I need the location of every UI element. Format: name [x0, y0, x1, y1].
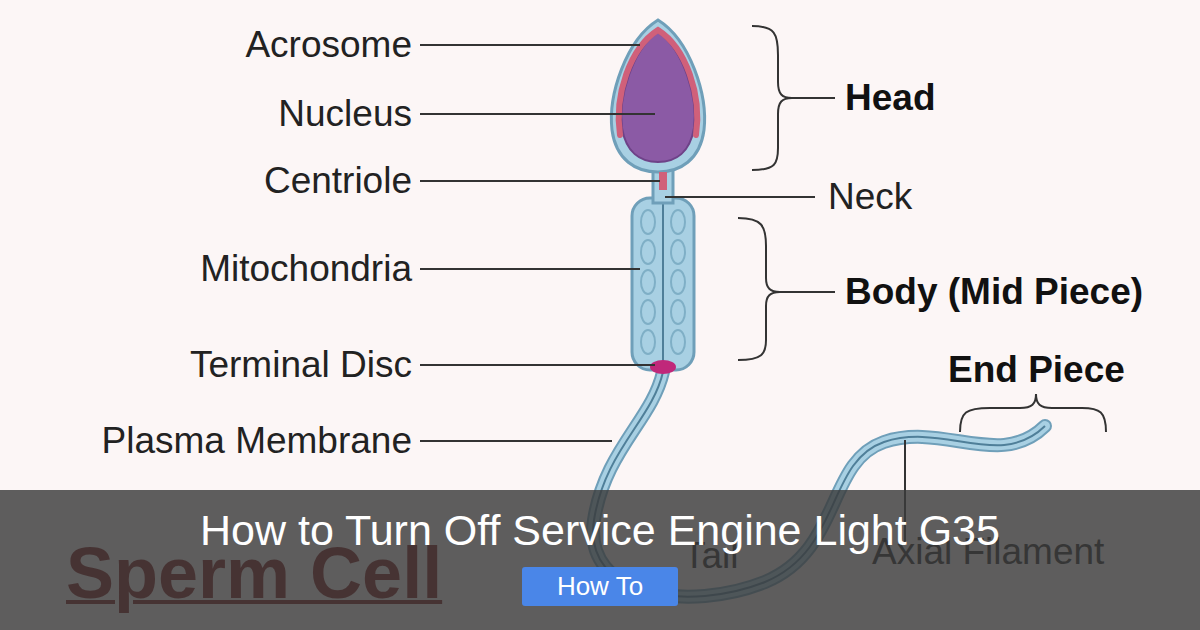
part-label: Nucleus [278, 92, 412, 136]
region-label: End Piece [948, 348, 1125, 392]
part-label: Plasma Membrane [101, 419, 412, 463]
nucleus-shape [621, 32, 694, 162]
caption-band: How to Turn Off Service Engine Light G35… [0, 490, 1200, 630]
centriole-shape [659, 172, 667, 190]
region-label: Body (Mid Piece) [845, 270, 1143, 314]
node-text: How To [522, 567, 678, 606]
part-label: Terminal Disc [190, 343, 412, 387]
region-label: Neck [828, 175, 912, 219]
leader-lines [420, 45, 905, 545]
part-label: Mitochondria [200, 247, 412, 291]
how-to-button: How To [522, 567, 678, 606]
central-filament [662, 190, 664, 368]
part-label: Acrosome [245, 23, 412, 67]
terminal-disc-shape [650, 360, 676, 374]
node-text: How to Turn Off Service Engine Light G35 [0, 504, 1200, 556]
region-label: Head [845, 76, 935, 120]
head-shape [611, 20, 704, 172]
part-label: Centriole [264, 159, 412, 203]
